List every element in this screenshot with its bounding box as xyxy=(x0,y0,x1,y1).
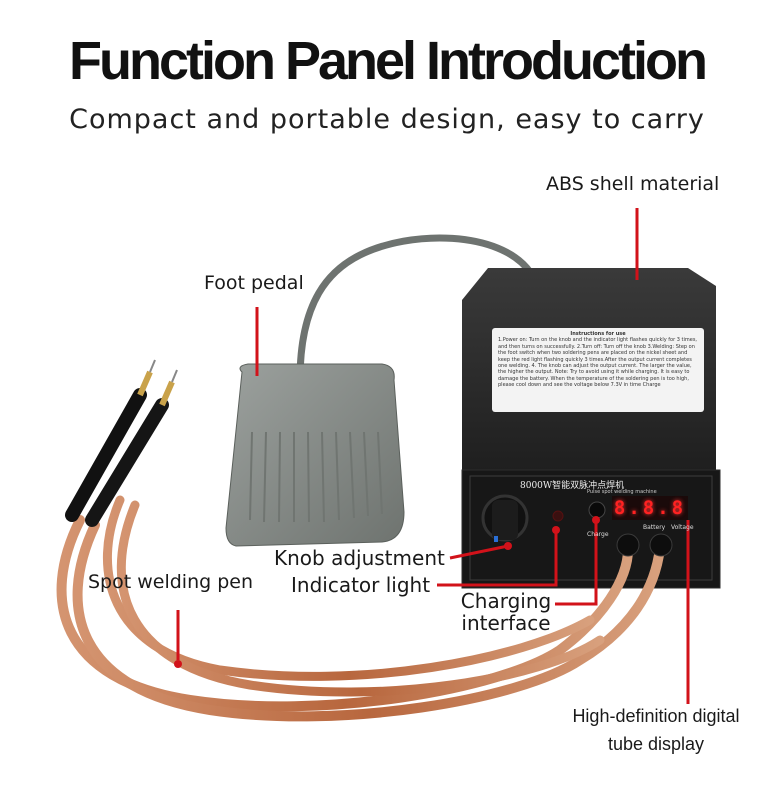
callout-pen: Spot welding pen xyxy=(88,571,254,593)
callout-charging-2: interface xyxy=(461,611,551,635)
callout-charging-1: Charging xyxy=(460,589,552,613)
callout-display-1: High-definition digital xyxy=(572,706,740,726)
terminal-left xyxy=(616,533,640,557)
page-subtitle: Compact and portable design, easy to car… xyxy=(69,104,705,135)
instruction-body: 1.Power on: Turn on the knob and the ind… xyxy=(498,337,698,389)
callout-indicator: Indicator light xyxy=(291,573,431,597)
battery-port-label: Battery xyxy=(643,524,666,531)
charge-port-label: Charge xyxy=(587,531,609,538)
terminal-right xyxy=(649,533,673,557)
callout-foot-pedal: Foot pedal xyxy=(204,272,304,294)
leader-lines xyxy=(176,208,690,704)
voltage-port-label: Voltage xyxy=(671,524,694,531)
callout-abs-shell: ABS shell material xyxy=(546,173,720,195)
foot-pedal xyxy=(225,363,405,547)
welding-pens xyxy=(65,359,178,527)
page-title: Function Panel Introduction xyxy=(69,31,708,91)
instruction-title: Instructions for use xyxy=(570,331,626,337)
leader-dots xyxy=(174,516,600,668)
model-label: 8000W智能双脉冲点焊机 xyxy=(520,481,625,491)
model-sublabel: Pulse spot welding machine xyxy=(587,489,657,495)
instruction-sticker: Instructions for use 1.Power on: Turn on… xyxy=(492,328,704,412)
charging-port xyxy=(588,501,606,519)
copper-cables xyxy=(56,495,665,722)
indicator-led xyxy=(552,510,564,522)
pedal-cable xyxy=(296,234,533,381)
callout-knob: Knob adjustment xyxy=(274,546,445,570)
digital-display: 8.8.8 xyxy=(612,496,688,520)
adjustment-knob xyxy=(481,494,529,542)
callout-display-2: tube display xyxy=(607,734,705,754)
